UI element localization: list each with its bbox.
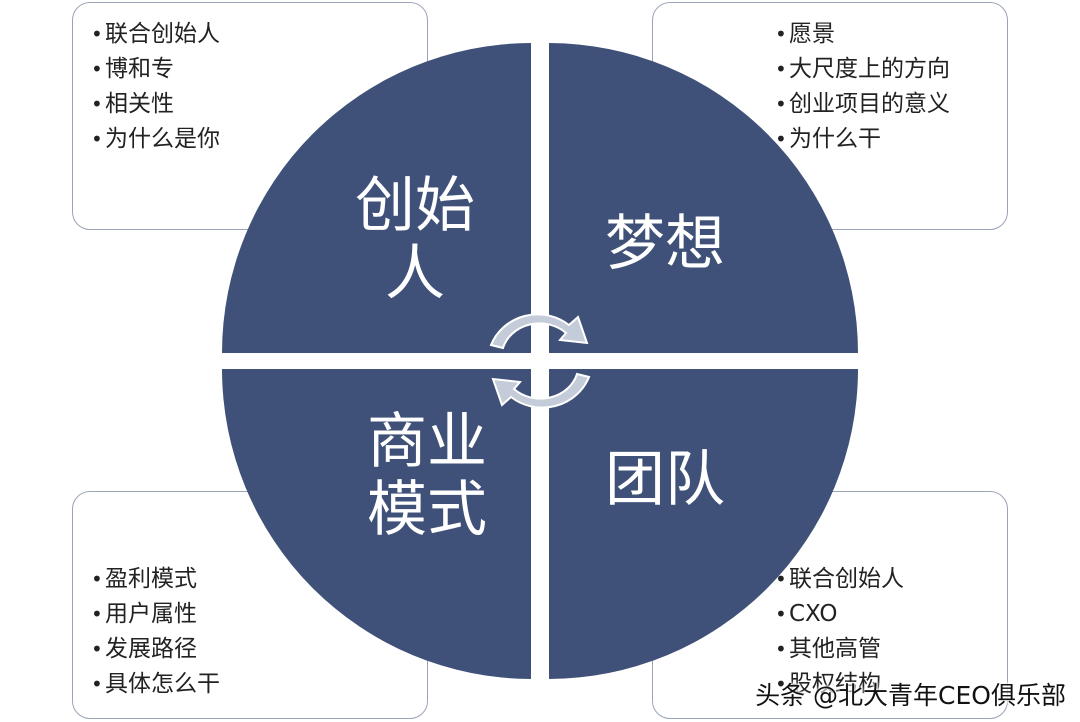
dream-list: •愿景 •大尺度上的方向 •创业项目的意义 •为什么干 [775,17,950,157]
dream-quadrant [549,43,858,353]
founder-list: •联合创始人 •博和专 •相关性 •为什么是你 [91,17,220,157]
dream-title: 梦想 [605,209,725,279]
business-model-list: •盈利模式 •用户属性 •发展路径 •具体怎么干 [91,562,220,702]
list-item: •盈利模式 [91,566,197,592]
list-item: •联合创始人 [775,566,904,592]
business-model-title: 商业模式 [367,407,487,545]
list-item: •联合创始人 [91,21,220,47]
list-item: •博和专 [91,56,174,82]
business-model-quadrant [221,369,531,679]
list-item: •创业项目的意义 [775,91,950,117]
list-item: •用户属性 [91,601,197,627]
list-item: •股权结构 [775,671,881,697]
list-item: •发展路径 [91,636,197,662]
team-quadrant [549,369,858,679]
founder-title: 创始人 [355,171,475,309]
cycle-arrows-icon [489,313,591,409]
team-title: 团队 [605,445,725,515]
watermark: 头条 @北大青年CEO俱乐部 [755,681,1066,710]
list-item: •愿景 [775,21,835,47]
list-item: •具体怎么干 [91,671,220,697]
list-item: •为什么干 [775,126,881,152]
list-item: •为什么是你 [91,126,220,152]
team-list: •联合创始人 •CXO •其他高管 •股权结构 [775,562,904,702]
list-item: •其他高管 [775,636,881,662]
list-item: •大尺度上的方向 [775,56,950,82]
founder-quadrant [222,43,531,353]
list-item: •相关性 [91,91,174,117]
list-item: •CXO [775,601,838,627]
